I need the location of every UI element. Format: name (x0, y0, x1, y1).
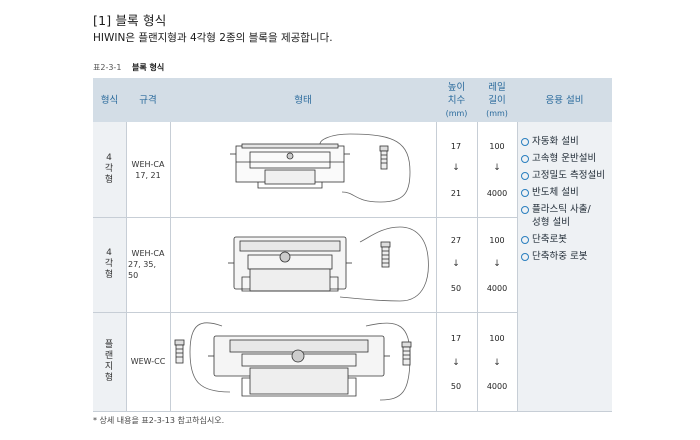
row1-spec-sizes: 17, 21 (135, 170, 161, 180)
header-rail-line2: 길이 (488, 94, 506, 106)
application-item: 단축하중 로봇 (521, 251, 605, 263)
application-label: 플라스틱 사출/ (532, 204, 591, 215)
row3-height-arrow: ↓ (452, 358, 460, 368)
bullet-circle-icon (521, 138, 529, 146)
spec-column-bg (126, 122, 170, 412)
row1-rail-bottom: 4000 (486, 189, 508, 198)
row1-type: 4 각 형 (96, 122, 122, 217)
application-item-continued: 성형 설비 (521, 217, 605, 229)
row2-height-top: 27 (450, 236, 462, 245)
row-divider (93, 312, 517, 313)
row2-type-char: 각 (104, 259, 114, 269)
row1-spec: WEH-CA 17, 21 (128, 122, 168, 217)
row1-height-arrow: ↓ (452, 163, 460, 173)
header-type: 형식 (100, 94, 119, 106)
row2-type-char: 4 (106, 248, 112, 258)
row1-spec-model: WEH-CA (131, 159, 165, 169)
row3-type-char: 플 (104, 339, 114, 350)
row3-height-top: 17 (450, 334, 462, 343)
row2-spec-model: WEH-CA (131, 249, 165, 258)
square-block-large-drawing (228, 226, 429, 302)
header-spec: 규격 (139, 94, 157, 106)
intro-text: HIWIN은 플랜지형과 4각형 2종의 블록을 제공합니다. (93, 32, 333, 44)
bullet-circle-icon (521, 253, 529, 261)
application-label: 고속형 운반설비 (532, 153, 597, 164)
caption-title: 블록 형식 (131, 63, 165, 72)
flange-block-drawing (174, 322, 412, 401)
row1-type-char: 4 (106, 153, 112, 163)
row3-height-bottom: 50 (450, 382, 462, 391)
application-label: 자동화 설비 (532, 136, 579, 147)
square-block-small-drawing (230, 133, 411, 203)
row2-type: 4 각 형 (96, 217, 122, 312)
type-column-bg (93, 122, 126, 412)
row1-height-top: 17 (450, 142, 462, 151)
row2-height-bottom: 50 (450, 284, 462, 293)
application-label: 고정밀도 측정설비 (532, 170, 605, 181)
row2-rail-top: 100 (489, 236, 505, 245)
header-rail: 레일 길이 (mm) (477, 78, 517, 122)
bullet-circle-icon (521, 172, 529, 180)
header-height-line1: 높이 (447, 81, 466, 93)
grid-line (436, 122, 437, 412)
height-column-bg (436, 122, 477, 412)
grid-line (170, 122, 171, 412)
row3-type-char: 지 (104, 361, 114, 372)
row3-rail-top: 100 (489, 334, 505, 343)
row2-rail-arrow: ↓ (493, 259, 501, 269)
row3-spec-model: WEW-CC (130, 357, 166, 366)
row2-spec: WEH-CA 27, 35, 50 (128, 217, 168, 312)
row3-type-char: 형 (104, 372, 114, 383)
row1-rail-top: 100 (489, 142, 505, 151)
application-label: 성형 설비 (532, 217, 570, 228)
block-type-table: 형식 규격 형태 높이 치수 (mm) 레일 길이 (mm) 응용 설비 4 각… (93, 78, 612, 412)
row3-rail-bottom: 4000 (486, 382, 508, 391)
row-divider (93, 217, 517, 218)
application-item: 고정밀도 측정설비 (521, 170, 605, 182)
header-rail-unit: (mm) (486, 108, 508, 118)
application-item: 고속형 운반설비 (521, 153, 605, 165)
row2-type-char: 형 (104, 270, 114, 280)
bullet-circle-icon (521, 189, 529, 197)
grid-line (126, 122, 127, 412)
row3-rail-arrow: ↓ (493, 358, 501, 368)
grid-line (477, 122, 478, 412)
row3-spec: WEW-CC (128, 312, 168, 411)
table-caption: 표2-3-1 블록 형식 (93, 62, 164, 73)
applications-list: 자동화 설비 고속형 운반설비 고정밀도 측정설비 반도체 설비 플라스틱 사출… (521, 136, 605, 268)
bullet-circle-icon (521, 206, 529, 214)
application-label: 단축로봇 (532, 234, 567, 245)
rail-column-bg (477, 122, 517, 412)
row1-type-char: 각 (104, 164, 114, 174)
application-item: 플라스틱 사출/ (521, 204, 605, 216)
row2-spec-sizes: 27, 35, 50 (128, 260, 156, 280)
row2-rail-bottom: 4000 (486, 284, 508, 293)
application-label: 단축하중 로봇 (532, 251, 588, 262)
header-height-line2: 치수 (447, 94, 466, 106)
application-item: 반도체 설비 (521, 187, 605, 199)
row3-type: 플 랜 지 형 (96, 312, 122, 411)
apps-column-bg (517, 122, 612, 412)
footnote: * 상세 내용을 표2-3-13 참고하십시오. (93, 416, 225, 425)
bullet-circle-icon (521, 236, 529, 244)
application-item: 자동화 설비 (521, 136, 605, 148)
header-height-unit: (mm) (445, 108, 468, 118)
header-apps: 응용 설비 (545, 94, 584, 106)
row1-rail-arrow: ↓ (493, 163, 501, 173)
application-item: 단축로봇 (521, 234, 605, 246)
grid-line (517, 122, 518, 412)
row3-type-char: 랜 (104, 350, 114, 361)
bullet-circle-icon (521, 155, 529, 163)
header-shape: 형태 (294, 94, 312, 106)
header-height: 높이 치수 (mm) (436, 78, 477, 122)
row2-height-arrow: ↓ (452, 259, 460, 269)
table-bottom-line (93, 411, 612, 412)
application-label: 반도체 설비 (532, 187, 579, 198)
header-rail-line1: 레일 (488, 81, 506, 93)
table-header (93, 78, 612, 122)
section-heading: [1] 블록 형식 (93, 13, 167, 28)
row1-type-char: 형 (104, 175, 114, 185)
caption-code: 표2-3-1 (93, 63, 122, 72)
row1-height-bottom: 21 (450, 189, 462, 198)
